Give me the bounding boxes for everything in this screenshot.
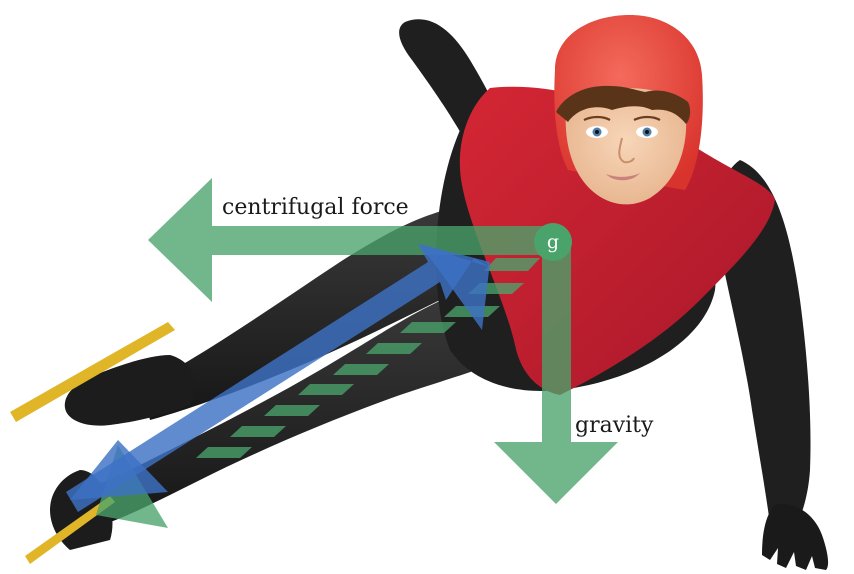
center-of-gravity-label: g bbox=[547, 231, 559, 253]
front-skate-boot bbox=[65, 355, 195, 426]
gravity-label: gravity bbox=[575, 413, 654, 438]
centrifugal-force-label: centrifugal force bbox=[222, 195, 409, 220]
left-glove bbox=[762, 504, 828, 570]
